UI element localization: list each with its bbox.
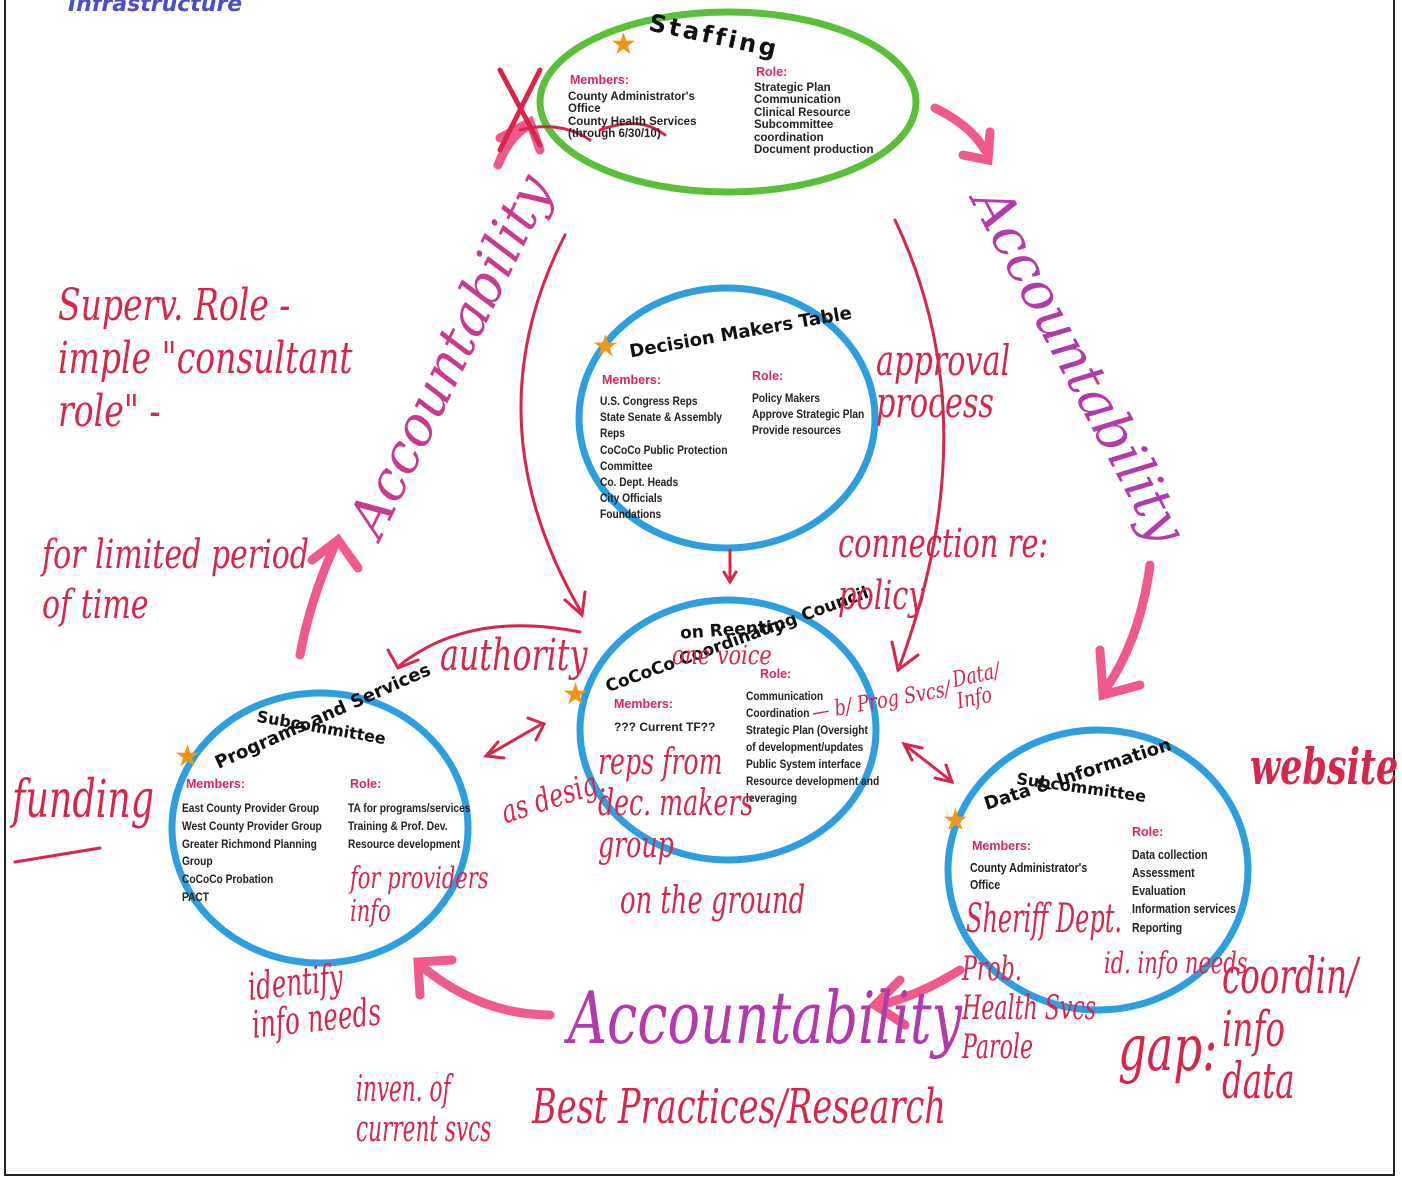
council-role-label: Role: (760, 667, 792, 681)
staffing-members-label: Members: (570, 73, 630, 87)
programs-members-label: Members: (186, 777, 246, 791)
one-voice-annotation: one voice (672, 641, 772, 671)
programs-members: East County Provider Group West County P… (182, 801, 322, 904)
approval-process-annotation: approval process (876, 336, 1011, 427)
gap-annotation: gap: (1118, 1012, 1218, 1086)
council-star-icon: ★ (562, 678, 589, 711)
staffing-roles: Strategic Plan Communication Clinical Re… (754, 82, 874, 157)
decision-makers-ellipse (575, 284, 879, 552)
page-title: Infrastructure (68, 0, 243, 17)
decision-members: U.S. Congress Reps State Senate & Assemb… (600, 394, 728, 522)
council-roles: Communication Coordination Strategic Pla… (746, 689, 880, 806)
decision-role-label: Role: (752, 369, 784, 383)
identify-annotation: identify info needs (245, 955, 383, 1047)
best-practices-annotation: Best Practices/Research (532, 1079, 946, 1135)
council-members: ??? Current TF?? (614, 720, 716, 734)
data-info-members-label: Members: (972, 839, 1032, 853)
prob-annotation: Prob. Health Svcs Parole (962, 949, 1097, 1068)
on-the-ground-annotation: on the ground (620, 878, 806, 922)
data-info-role-label: Role: (1132, 825, 1164, 839)
id-info-needs-annotation: id. info needs (1104, 946, 1248, 981)
coordin-annotation: coordin/ info data (1222, 947, 1358, 1110)
cycle-arrows (295, 103, 1155, 1030)
data-info-ellipse (944, 726, 1252, 1014)
connection-policy-annotation: connection re: policy (838, 521, 1049, 619)
data-info-roles: Data collection Assessment Evaluation In… (1132, 848, 1236, 935)
sheriff-annotation: Sheriff Dept. (966, 896, 1122, 942)
authority-annotation: authority (440, 630, 588, 681)
decision-roles: Policy Makers Approve Strategic Plan Pro… (752, 391, 865, 438)
council-ellipse (576, 596, 880, 864)
funding-annotation: funding (12, 770, 155, 830)
programs-role-label: Role: (350, 777, 382, 791)
accountability-bottom-annotation: Accountability (568, 976, 963, 1060)
data-info-members: County Administrator's Office (970, 861, 1088, 892)
for-providers-annotation: for providers info (350, 861, 489, 929)
decision-star-icon: ★ (592, 330, 619, 363)
staffing-members: County Administrator's Office County Hea… (568, 91, 697, 141)
programs-star-icon: ★ (174, 740, 201, 773)
inventory-annotation: inven. of current svcs (356, 1069, 492, 1150)
programs-roles: TA for programs/services Training & Prof… (348, 801, 471, 851)
staffing-star-icon: ★ (610, 28, 637, 61)
superv-role-annotation: Superv. Role - imple "consultant role" - (58, 280, 353, 437)
programs-ellipse (168, 689, 472, 967)
image-frame (4, 0, 1395, 1176)
limited-period-annotation: for limited period of time (42, 532, 309, 628)
staffing-ellipse (536, 8, 920, 196)
data-star-icon: ★ (942, 804, 969, 837)
website-annotation: website (1250, 737, 1399, 796)
connection-arrows (13, 67, 955, 864)
decision-members-label: Members: (602, 373, 662, 387)
reps-from-annotation: reps from dec. makers group (598, 742, 754, 866)
council-members-label: Members: (614, 697, 674, 711)
staffing-role-label: Role: (756, 65, 788, 79)
